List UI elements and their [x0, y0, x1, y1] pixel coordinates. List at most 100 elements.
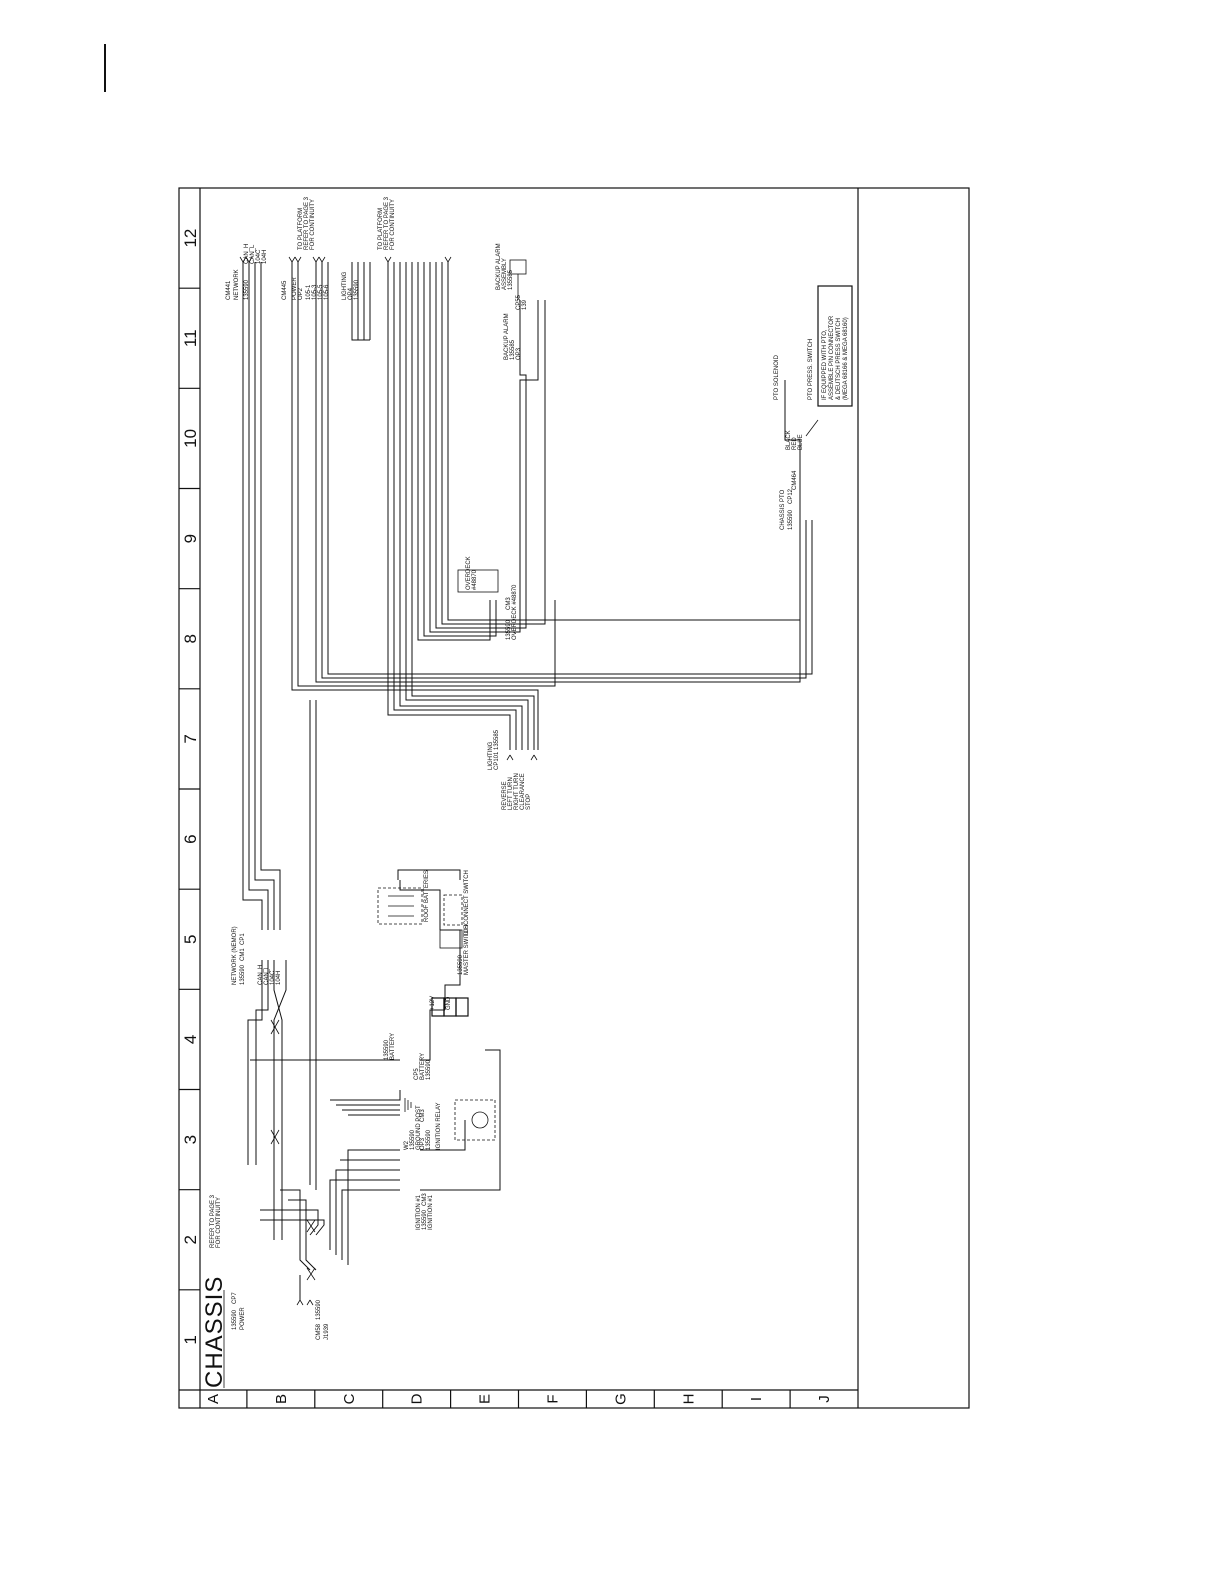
ignition-part: 135590 — [422, 1209, 428, 1230]
ignition-relay-op: OP3 — [420, 1137, 426, 1150]
backup-alarm-wire: 139 — [522, 299, 528, 310]
wiring-bottom — [247, 700, 501, 1300]
lighting-top-part-label: 135590 — [354, 279, 360, 300]
grid-letter-I: I — [748, 1397, 765, 1401]
network-mid-title: NETWORK (NEMOR) — [232, 926, 238, 985]
battery-fuses — [431, 997, 469, 1017]
network-mid-labels: NETWORK (NEMOR) 135590 CM1 CP1 CAN_H CAN… — [232, 926, 282, 985]
to-platform-mid-labels: TO PLATFORM REFER TO PAGE 3 FOR CONTINUI… — [378, 196, 396, 250]
lighting-rear-reverse: REVERSE — [502, 781, 508, 810]
power-105-5-label: 105-5 — [318, 284, 324, 300]
grid-number-5: 5 — [181, 935, 200, 944]
network-mid-104h: 104H — [276, 971, 282, 985]
to-platform-mid-line2: REFER TO PAGE 3 — [384, 196, 390, 250]
backup-alarm-title: BACKUP ALARM — [496, 243, 502, 290]
connector-arrows — [239, 256, 538, 1306]
grid-number-11: 11 — [181, 329, 200, 347]
master-switch-part: 135590 — [458, 954, 464, 975]
roof-batteries-box — [377, 887, 423, 925]
to-platform-top-labels: TO PLATFORM REFER TO PAGE 3 FOR CONTINUI… — [298, 196, 316, 250]
cm58-labels: CM58 135590 J1939 — [316, 1299, 330, 1340]
battery-12v: +12V — [430, 996, 436, 1010]
power-105-6-label: 105-6 — [324, 284, 330, 300]
power-left-part: 135590 — [232, 1309, 238, 1330]
battery-sub-part: 135590 — [426, 1059, 432, 1080]
ignition-labels: IGNITION #1 135590 CM3 IGNITION #1 — [416, 1193, 434, 1230]
lighting-rear-right-turn: RIGHT TURN — [514, 773, 520, 810]
network-cm-label: CM441 — [226, 280, 232, 300]
ground-post-w: W2 — [404, 1140, 410, 1150]
ignition-cm: CM3 — [422, 1193, 428, 1206]
cm58-j1939: J1939 — [324, 1323, 330, 1340]
battery-labels: 135590 BATTERY CP5 BATTERY 135590 +12V G… — [384, 996, 452, 1080]
pto-press-switch-labels: PTO PRESS. SWITCH — [808, 339, 814, 400]
backup-alarm-conn-title: BACKUP ALARM — [504, 313, 510, 360]
lighting-top-label: LIGHTING — [342, 271, 348, 300]
network-mid-part: 135590 — [240, 964, 246, 985]
pto-note-line2: ASSEMBLE PIN CONNECTOR — [829, 315, 835, 400]
backup-alarm-labels: BACKUP ALARM ASSEMBLY 135585 CP55 139 — [496, 243, 528, 310]
grid-number-8: 8 — [181, 634, 200, 643]
sheet-frame — [178, 187, 970, 1409]
pto-note-labels: IF EQUIPPED WITH PTO, ASSEMBLE PIN CONNE… — [822, 315, 849, 400]
lighting-top-labels: LIGHTING OP4 135590 — [342, 271, 360, 300]
grid-number-2: 2 — [181, 1235, 200, 1244]
chassis-pto-red: RED — [792, 437, 798, 450]
ignition-title: IGNITION #1 — [416, 1194, 422, 1230]
pto-note-line1: IF EQUIPPED WITH PTO, — [822, 329, 828, 400]
overdeck-part: #48870 — [472, 569, 478, 590]
wiring-top — [242, 262, 813, 930]
overdeck-connector — [457, 569, 499, 593]
pto-solenoid-labels: PTO SOLENOID — [774, 354, 780, 400]
grid-letter-D: D — [409, 1393, 426, 1404]
ground-post-part: 135590 — [410, 1129, 416, 1150]
power-105-3-label: 105-3 — [312, 284, 318, 300]
to-platform-mid-line1: TO PLATFORM — [378, 208, 384, 250]
lighting-rear-left-turn: LEFT TURN — [508, 777, 514, 810]
overdeck-wire-part: 135590 — [506, 619, 512, 640]
grid-number-10: 10 — [181, 429, 200, 448]
network-104h-label: 104H — [262, 250, 268, 264]
ignition-relay-box — [454, 1099, 496, 1141]
to-platform-mid-line3: FOR CONTINUITY — [390, 199, 396, 250]
overdeck-title: OVERDECK — [466, 556, 472, 590]
network-canh-label: CAN_H — [244, 244, 250, 264]
grid-letter-H: H — [680, 1394, 697, 1405]
to-platform-top-line1: TO PLATFORM — [298, 208, 304, 250]
chassis-pto-title: CHASSIS PTO — [780, 489, 786, 530]
backup-alarm-assembly: ASSEMBLY — [502, 258, 508, 290]
ground-symbol — [404, 1098, 412, 1112]
ignition-relay-part: 135590 — [426, 1129, 432, 1150]
battery-cp: CP5 — [414, 1068, 420, 1080]
battery-part: 135590 — [384, 1039, 390, 1060]
backup-alarm-conn-part: 135585 — [510, 339, 516, 360]
cm58-cm: CM58 — [316, 1323, 322, 1340]
power-left-labels: 135590 CP7 POWER — [232, 1292, 246, 1330]
grid-letter-ticks — [246, 1390, 791, 1408]
network-connector-labels: NETWORK CM441 135590 CAN_H CAN_L 104C 10… — [226, 244, 268, 300]
grid-number-3: 3 — [181, 1135, 200, 1144]
grid-number-7: 7 — [181, 734, 200, 743]
backup-alarm-part: 135585 — [508, 269, 514, 290]
lighting-rear-title: LIGHTING — [488, 741, 494, 770]
sheet-title: CHASSIS — [201, 1276, 228, 1388]
network-mid-cm: CM1 — [240, 948, 246, 961]
lighting-rear-clearance: CLEARANCE — [520, 773, 526, 810]
master-switch-box — [439, 894, 463, 949]
power-left-cp: CP7 — [232, 1292, 238, 1304]
network-mid-canl: CAN_L — [264, 965, 270, 985]
network-mid-cp: CP1 — [240, 933, 246, 945]
grid-letter-C: C — [341, 1393, 358, 1404]
to-platform-top-line3: FOR CONTINUITY — [310, 199, 316, 250]
ground-post-title: GROUND POST — [416, 1105, 422, 1150]
grid-letter-J: J — [816, 1395, 833, 1403]
battery-title: BATTERY — [390, 1033, 396, 1060]
master-switch-title: MASTER SWITCH — [464, 925, 470, 975]
network-mid-canh: CAN_H — [258, 965, 264, 985]
chassis-pto-cm: CM464 — [792, 470, 798, 490]
lighting-top-op-label: OP4 — [348, 287, 354, 300]
ground-post-labels: W2 135590 GROUND POST — [404, 1105, 422, 1150]
grid-letter-A: A — [205, 1394, 222, 1404]
